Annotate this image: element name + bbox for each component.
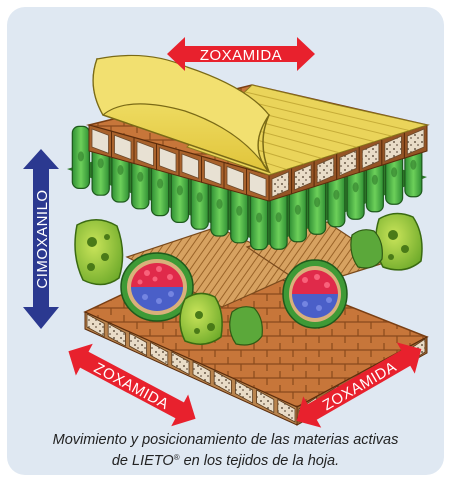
zoxamida-left-label: ZOXAMIDA [91, 359, 172, 413]
diagram-panel: ZOXAMIDA CIMOXANILO ZOXAMIDA ZOXAMIDA Mo… [7, 7, 444, 475]
chloroplast [98, 158, 104, 168]
caption-line-2-start: de LIETO [112, 453, 174, 469]
chloroplast [314, 197, 320, 207]
cimoxanilo-label: CIMOXANILO [34, 189, 51, 288]
chloroplast [157, 179, 163, 189]
chloroplast [216, 199, 222, 209]
leaf-tissue-diagram: ZOXAMIDA CIMOXANILO ZOXAMIDA ZOXAMIDA [7, 7, 444, 475]
cimoxanilo-arrow: CIMOXANILO [23, 149, 59, 329]
chloroplast [333, 190, 339, 200]
chloroplast [137, 172, 143, 182]
caption-line-1: Movimiento y posicionamiento de las mate… [7, 431, 444, 449]
chloroplast [78, 151, 84, 161]
chloroplast [295, 205, 301, 215]
caption-line-2: de LIETO® en los tejidos de la hoja. [7, 449, 444, 470]
chloroplast [372, 175, 378, 185]
chloroplast [256, 213, 262, 223]
chloroplast [177, 185, 183, 195]
chloroplast [353, 182, 359, 192]
figure-caption: Movimiento y posicionamiento de las mate… [7, 431, 444, 470]
chloroplast [391, 167, 397, 177]
caption-line-2-end: en los tejidos de la hoja. [180, 453, 340, 469]
zoxamida-top-label: ZOXAMIDA [200, 47, 282, 64]
chloroplast [197, 192, 203, 202]
chloroplast [117, 165, 123, 175]
chloroplast [236, 206, 242, 216]
chloroplast [410, 160, 416, 170]
vessel-right [283, 260, 347, 328]
chloroplast [276, 212, 282, 222]
zoxamida-top-arrow: ZOXAMIDA [167, 37, 315, 71]
